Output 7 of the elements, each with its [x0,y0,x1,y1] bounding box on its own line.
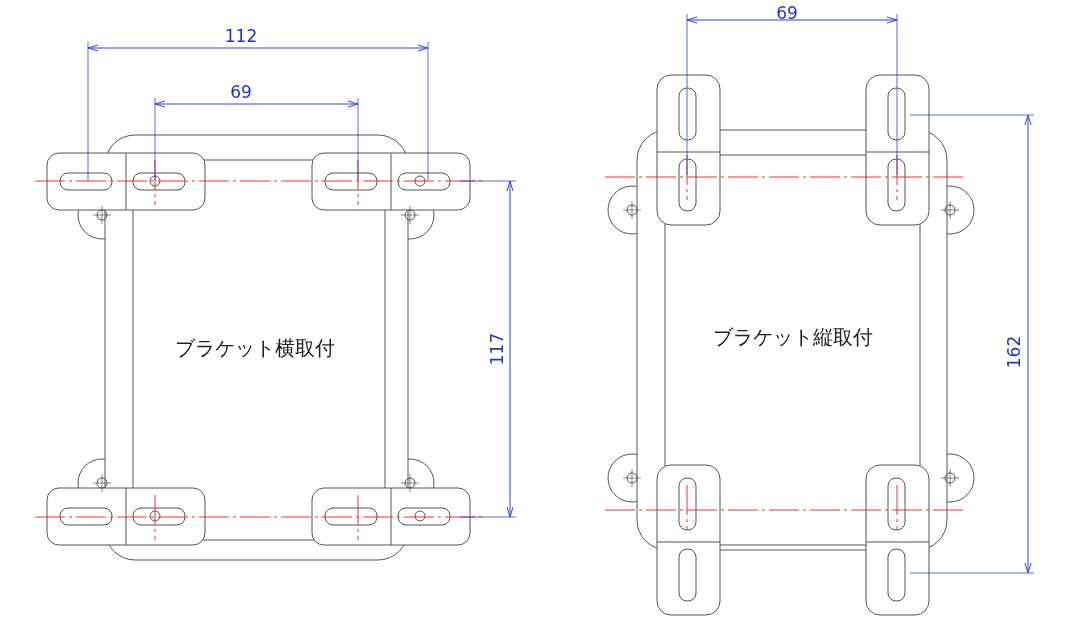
dimension-value: 162 [1005,335,1023,369]
part-caption: ブラケット横取付 [175,338,335,358]
part-caption: ブラケット縦取付 [713,327,873,347]
dimension-value: 117 [488,332,506,366]
dimension-value: 69 [776,4,798,22]
dimension-value: 112 [224,27,258,45]
dimension-value: 69 [230,83,252,101]
